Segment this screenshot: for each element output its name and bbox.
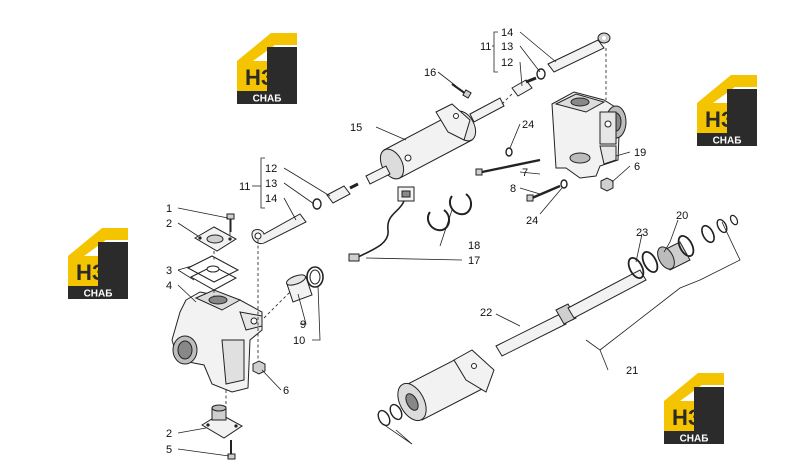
rod-part-12-right xyxy=(511,76,537,97)
callout-15: 15 xyxy=(350,122,362,134)
jam-nut-part-13-right xyxy=(536,68,546,80)
logo-mark: НЗ xyxy=(705,107,735,132)
callout-14: 14 xyxy=(501,27,513,39)
assembly-centerlines xyxy=(213,48,607,408)
seal-part-10 xyxy=(306,266,324,288)
callout-10: 10 xyxy=(293,335,305,347)
logo-mark: НЗ xyxy=(76,260,106,285)
callout-11: 11 xyxy=(239,181,250,193)
brand-logo-bottom-right: НЗ CHAБ xyxy=(664,373,724,445)
logo-mark: НЗ xyxy=(245,65,275,90)
callout-14: 14 xyxy=(265,193,277,205)
callout-7: 7 xyxy=(522,167,528,179)
sensor-harness-part-17 xyxy=(348,186,415,262)
steering-cylinder-part-21 xyxy=(397,349,495,422)
logo-word: CHAБ xyxy=(713,136,742,147)
bolt-part-7 xyxy=(475,158,541,176)
rod-part-12-left xyxy=(326,182,359,204)
callout-18: 18 xyxy=(468,240,480,252)
callout-1: 1 xyxy=(166,203,172,215)
brand-logo-top-right: НЗ CHAБ xyxy=(697,75,757,147)
bushing-part-9 xyxy=(286,274,313,303)
cover-plate-part-2-top xyxy=(194,226,237,252)
callout-8: 8 xyxy=(510,183,516,195)
callout-6: 6 xyxy=(634,161,640,173)
screw-part-5 xyxy=(227,440,236,460)
brand-logo-mid-left: НЗ CHAБ xyxy=(68,228,128,300)
screw-part-1 xyxy=(226,213,235,232)
steering-knuckle-part-4 xyxy=(171,289,263,393)
washer-part-24-top xyxy=(505,147,513,157)
bolt-part-16 xyxy=(451,83,472,99)
callout-2: 2 xyxy=(166,428,172,440)
seal-set-part-21-lower xyxy=(377,403,403,427)
callout-4: 4 xyxy=(166,280,172,292)
callout-6: 6 xyxy=(283,385,289,397)
callout-19: 19 xyxy=(634,147,646,159)
callout-9: 9 xyxy=(300,319,306,331)
cover-plate-part-2-bottom xyxy=(201,404,243,439)
nut-part-6-right xyxy=(600,177,614,192)
steering-knuckle-part-19 xyxy=(551,91,627,179)
seal-ring-part-23 xyxy=(627,250,659,280)
logo-word: CHAБ xyxy=(253,94,282,105)
tie-rod-end-part-14-right xyxy=(547,32,611,73)
callout-23: 23 xyxy=(636,227,648,239)
callout-3: 3 xyxy=(166,265,172,277)
callout-24: 24 xyxy=(522,119,534,131)
logo-word: CHAБ xyxy=(84,289,113,300)
callout-labels: 1 2 3 4 2 5 6 9 10 11 12 13 14 15 16 17 … xyxy=(166,27,688,456)
callout-17: 17 xyxy=(468,255,480,267)
callout-21: 21 xyxy=(626,365,638,377)
logo-word: CHAБ xyxy=(680,434,709,445)
washer-part-24-bottom xyxy=(560,179,568,189)
callout-16: 16 xyxy=(424,67,436,79)
bolt-part-8 xyxy=(526,184,561,202)
leader-lines xyxy=(177,31,741,457)
callout-22: 22 xyxy=(480,307,492,319)
callout-13: 13 xyxy=(501,41,513,53)
steering-cylinder-part-15 xyxy=(365,97,505,185)
piston-rod-part-22 xyxy=(495,269,647,357)
logo-mark: НЗ xyxy=(672,405,702,430)
callout-13: 13 xyxy=(265,178,277,190)
nut-part-6-left xyxy=(252,360,266,375)
callout-12: 12 xyxy=(265,163,277,175)
callout-5: 5 xyxy=(166,444,172,456)
callout-2: 2 xyxy=(166,218,172,230)
tie-rod-end-part-14-left xyxy=(251,213,307,245)
snap-ring-part-18 xyxy=(426,193,472,232)
callout-20: 20 xyxy=(676,210,688,222)
shim-part-3 xyxy=(186,255,240,291)
callout-24: 24 xyxy=(526,215,538,227)
brand-logo-top-left: НЗ CHAБ xyxy=(237,33,297,105)
jam-nut-part-13-left xyxy=(312,198,322,210)
callout-11: 11 xyxy=(480,41,491,53)
piston-part-20 xyxy=(657,214,739,271)
callout-12: 12 xyxy=(501,57,513,69)
